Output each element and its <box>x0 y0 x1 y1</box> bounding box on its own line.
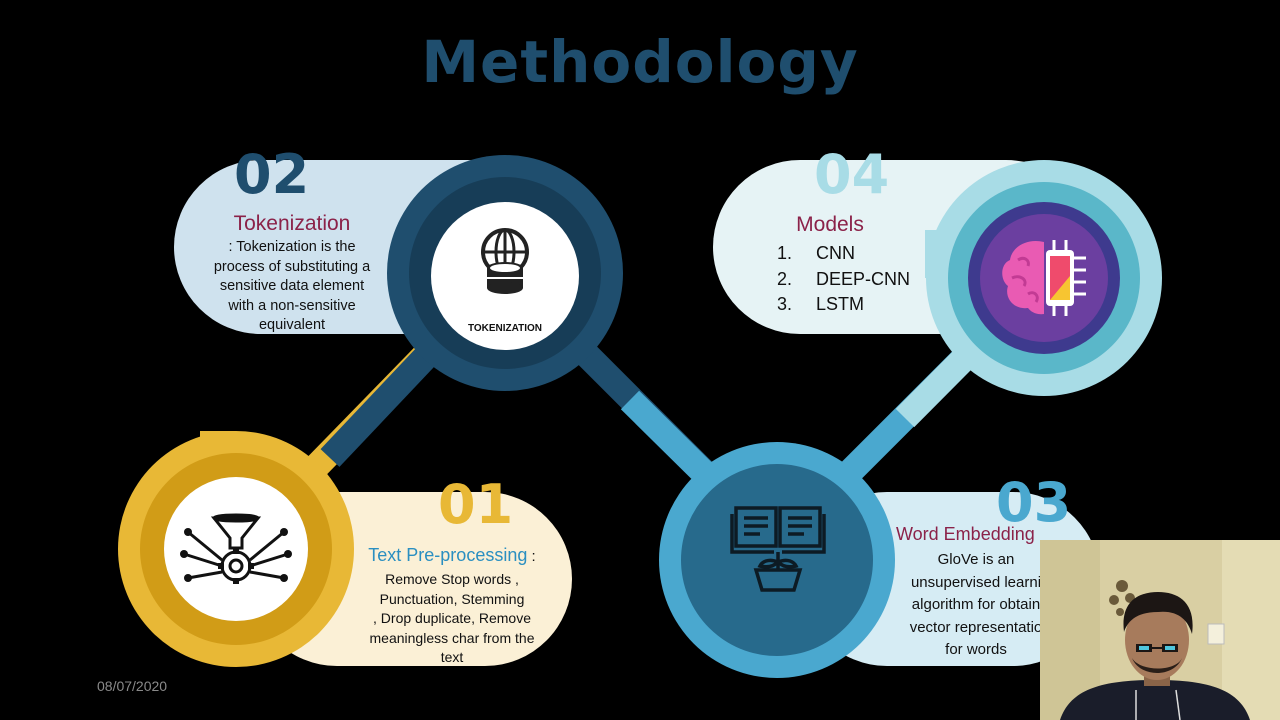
step-number-04: 04 <box>814 143 890 206</box>
step-number-03: 03 <box>996 471 1072 534</box>
slide-date: 08/07/2020 <box>97 678 168 694</box>
model-item: 2. DEEP-CNN <box>740 267 910 293</box>
desc-line: text <box>440 649 464 665</box>
desc-line: with a non-sensitive <box>228 297 356 314</box>
step-heading-models: Models <box>796 213 864 236</box>
model-name: LSTM <box>816 294 865 314</box>
model-item: 3. LSTM <box>740 292 910 318</box>
model-index: 3. <box>776 294 792 314</box>
model-name: DEEP-CNN <box>816 268 911 289</box>
desc-line: algorithm for obtain <box>911 596 1041 613</box>
step-heading-word-embedding: Word Embedding <box>896 524 1035 544</box>
slide-title: Methodology <box>421 28 859 96</box>
heading-text: Text Pre-processing <box>368 545 528 565</box>
globe-database-icon <box>481 228 529 294</box>
funnel-gear-network-icon <box>180 513 292 584</box>
icon-caption-tokenization: TOKENIZATION <box>467 323 543 334</box>
desc-line: equivalent <box>258 317 326 333</box>
desc-line: meaningless char from the <box>369 629 535 646</box>
presenter-webcam <box>1040 540 1280 720</box>
step-number-02: 02 <box>234 143 310 206</box>
model-index: 1. <box>776 243 792 263</box>
model-item: 1. CNN <box>740 241 910 267</box>
desc-line: sensitive data element <box>219 278 365 294</box>
desc-line: process of substituting a <box>213 258 371 275</box>
step-heading-text-preprocessing: Text Pre-processing : <box>352 545 552 566</box>
desc-line: unsupervised learni <box>910 573 1042 591</box>
desc-line: : Tokenization is the <box>228 239 356 255</box>
desc-line: , Drop duplicate, Remove <box>373 610 531 626</box>
model-name: CNN <box>816 243 855 263</box>
presenter-webcam-image <box>1040 540 1280 720</box>
models-list: 1. CNN 2. DEEP-CNN 3. LSTM <box>740 241 910 318</box>
step-description-tokenization: : Tokenization is the process of substit… <box>192 238 392 336</box>
desc-line: GloVe is an <box>937 551 1015 568</box>
desc-line: Punctuation, Stemming <box>379 590 525 607</box>
step-number-01: 01 <box>438 473 514 536</box>
desc-line: for words <box>945 641 1007 658</box>
step-description-word-embedding: GloVe is an unsupervised learni algorith… <box>884 549 1068 662</box>
desc-line: vector representatio <box>909 618 1043 636</box>
step-description-text-preprocessing: Remove Stop words , Punctuation, Stemmin… <box>352 570 552 668</box>
brain-chip-icon <box>1002 240 1086 316</box>
step-heading-tokenization: Tokenization <box>233 212 351 235</box>
model-index: 2. <box>776 268 792 289</box>
heading-suffix: : <box>527 548 536 565</box>
book-plant-icon <box>730 506 826 592</box>
desc-line: Remove Stop words , <box>385 571 519 587</box>
